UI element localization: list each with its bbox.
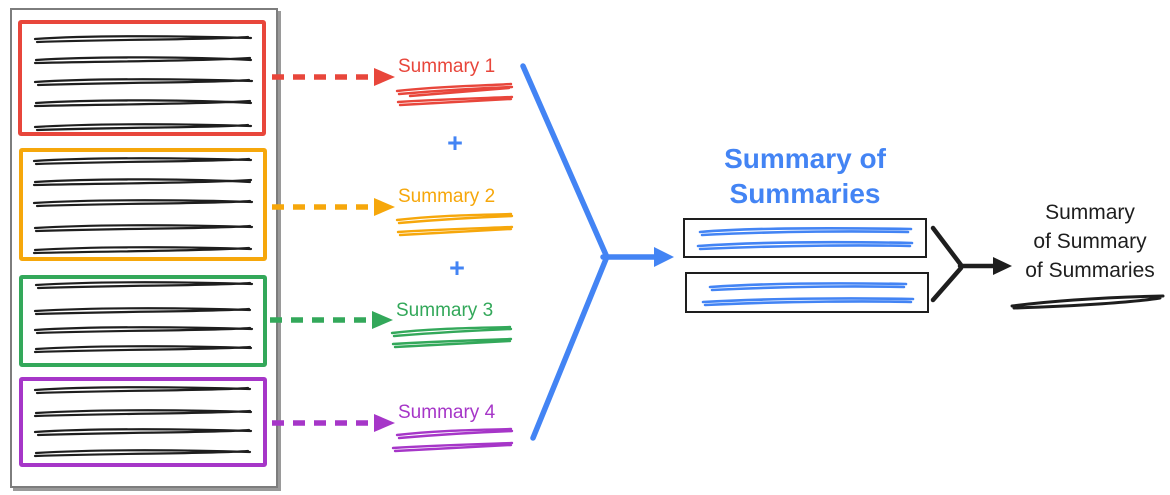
summary-4-label: Summary 4 (398, 402, 496, 423)
document-1-box (18, 20, 266, 136)
summary-1-scribbles (395, 82, 514, 107)
summary-of-summaries-box-2 (685, 272, 929, 313)
merge-arrow-black (930, 225, 1012, 303)
summary-of-summaries-box-1 (683, 218, 927, 258)
connector-arrow-3 (270, 311, 393, 329)
summary-2-scribbles (395, 212, 514, 237)
final-summary-scribble (1010, 294, 1165, 310)
summary-3-scribbles (390, 325, 513, 349)
document-4-box (19, 377, 267, 467)
final-summary-title-line2: of Summary (1033, 230, 1147, 253)
summary-of-summaries-title: Summary of Summaries (680, 141, 930, 211)
final-summary-title-line3: of Summaries (1025, 259, 1155, 282)
summary-1-label: Summary 1 (398, 56, 496, 77)
connector-arrow-4 (272, 414, 395, 432)
connector-arrow-1 (272, 68, 395, 86)
final-summary-title-line1: Summary (1045, 201, 1135, 224)
summary-2-label: Summary 2 (398, 186, 496, 207)
plus-sign-2: + (449, 253, 465, 283)
plus-sign-1: + (447, 128, 463, 158)
final-summary-title: Summary of Summary of Summaries (1005, 198, 1170, 285)
document-3-box (19, 275, 267, 367)
document-2-box (19, 148, 267, 261)
summary-of-summaries-title-line1: Summary of (724, 143, 886, 174)
summary-of-summaries-title-line2: Summaries (729, 178, 881, 209)
connector-arrow-2 (272, 198, 395, 216)
merge-arrow-blue (520, 63, 674, 441)
summary-4-scribbles (391, 427, 514, 453)
summary-3-label: Summary 3 (396, 300, 494, 321)
